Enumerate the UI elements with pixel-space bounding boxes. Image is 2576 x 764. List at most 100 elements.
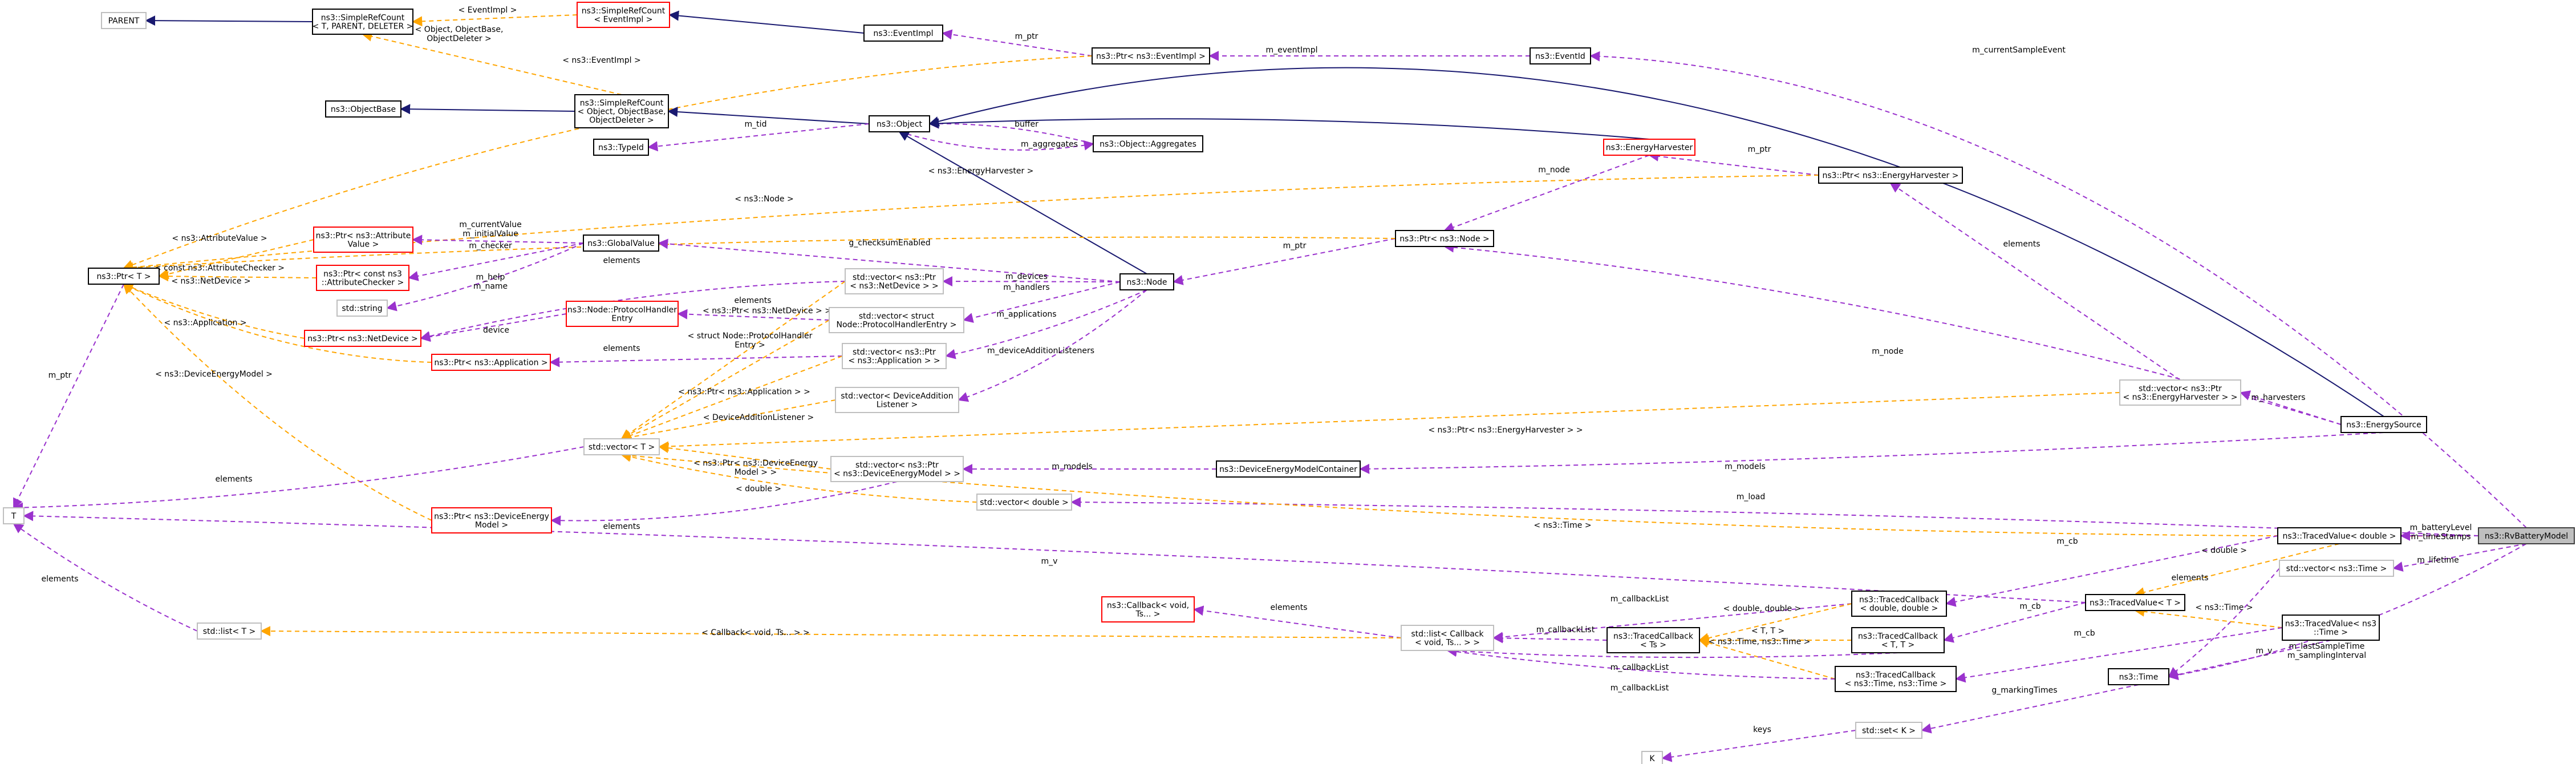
class-node-simplerefcount-eventimpl[interactable]: ns3::SimpleRefCount< EventImpl > xyxy=(577,2,670,28)
class-node-vector-netdevice[interactable]: std::vector< ns3::Ptr< ns3::NetDevice > … xyxy=(845,268,944,294)
edge-protocolhandlerentry-to-ptr_netdevice xyxy=(420,313,567,342)
class-label: ns3::Ptr< T > xyxy=(96,272,151,281)
class-node-vector-t[interactable]: std::vector< T > xyxy=(583,438,660,455)
class-node-energysource[interactable]: ns3::EnergySource xyxy=(2340,416,2427,433)
class-node-list-t[interactable]: std::list< T > xyxy=(197,622,262,640)
class-node-string[interactable]: std::string xyxy=(336,300,388,317)
class-node-ptr-node[interactable]: ns3::Ptr< ns3::Node > xyxy=(1395,230,1494,247)
edge-label-m-callbacklist-double: m_callbackList xyxy=(1610,595,1669,604)
edge-label-object-tmpl: < Object, ObjectBase,ObjectDeleter > xyxy=(415,25,504,43)
class-label: ns3::Ptr< ns3::Attribute xyxy=(316,232,411,241)
class-node-vector-time[interactable]: std::vector< ns3::Time > xyxy=(2279,560,2394,577)
class-node-vector-double[interactable]: std::vector< double > xyxy=(976,494,1072,511)
class-node-vector-ptr-energyharvester[interactable]: std::vector< ns3::Ptr< ns3::EnergyHarves… xyxy=(2119,379,2241,406)
class-box xyxy=(593,139,649,156)
class-label: std::vector< ns3::Time > xyxy=(2286,564,2387,573)
class-box xyxy=(1851,627,1945,653)
edge-label-g-checksumenabled: g_checksumEnabled xyxy=(849,239,930,248)
class-node-ptr-application[interactable]: ns3::Ptr< ns3::Application > xyxy=(431,354,551,371)
class-node-aggregates[interactable]: ns3::Object::Aggregates xyxy=(1093,135,1203,152)
class-node-vector-application[interactable]: std::vector< ns3::Ptr< ns3::Application … xyxy=(842,343,947,369)
edge-object-to-simplerefcount_object xyxy=(667,107,870,124)
class-label: ns3::EventImpl xyxy=(873,29,933,38)
class-node-ptr-t[interactable]: ns3::Ptr< T > xyxy=(88,268,160,285)
class-label: < T, T > xyxy=(1881,641,1914,650)
class-node-tracedcallback-time[interactable]: ns3::TracedCallback< ns3::Time, ns3::Tim… xyxy=(1835,666,1957,692)
class-node-globalvalue[interactable]: ns3::GlobalValue xyxy=(583,235,659,252)
class-box xyxy=(2282,615,2380,641)
class-node-vector-deviceenergymodel[interactable]: std::vector< ns3::Ptr< ns3::DeviceEnergy… xyxy=(830,456,964,482)
edge-energysource-to-deviceenergymodelcontainer xyxy=(1359,432,2384,474)
class-node-tracedvalue-time[interactable]: ns3::TracedValue< ns3::Time > xyxy=(2282,615,2380,641)
class-node-simplerefcount-object[interactable]: ns3::SimpleRefCount< Object, ObjectBase,… xyxy=(574,94,669,128)
class-node-simplerefcount-parent[interactable]: ns3::SimpleRefCount< T, PARENT, DELETER … xyxy=(312,9,413,35)
class-node-typeid[interactable]: ns3::TypeId xyxy=(593,139,649,156)
edges-layer xyxy=(13,10,2527,762)
class-box xyxy=(316,265,409,291)
class-node-tracedcallback-double[interactable]: ns3::TracedCallback< double, double > xyxy=(1851,591,1947,617)
class-node-t[interactable]: T xyxy=(3,507,25,524)
class-node-eventid[interactable]: ns3::EventId xyxy=(1530,47,1591,64)
class-label: ::AttributeChecker > xyxy=(322,278,404,288)
edge-ptr_node-to-ptr_t xyxy=(123,236,1396,273)
class-node-ptr-energyharvester[interactable]: ns3::Ptr< ns3::EnergyHarvester > xyxy=(1818,167,1963,184)
edge-label-m-node: m_node xyxy=(1538,165,1570,175)
class-node-callback-void[interactable]: ns3::Callback< void,Ts... > xyxy=(1101,596,1195,622)
class-node-list-callback[interactable]: std::list< Callback< void, Ts... > > xyxy=(1401,625,1494,651)
class-node-vector-protocolhandler[interactable]: std::vector< structNode::ProtocolHandler… xyxy=(829,307,964,333)
class-node-objectbase[interactable]: ns3::ObjectBase xyxy=(325,100,401,118)
class-node-tracedvalue-t[interactable]: ns3::TracedValue< T > xyxy=(2085,594,2185,611)
class-node-tracedcallback-ts[interactable]: ns3::TracedCallback< Ts > xyxy=(1607,627,1700,653)
class-node-set-k[interactable]: std::set< K > xyxy=(1855,722,1922,739)
class-box xyxy=(583,235,659,252)
class-node-k[interactable]: K xyxy=(1641,751,1663,764)
edge-globalvalue-to-ptr_attributechecker xyxy=(408,242,584,281)
class-node-ptr-attributevalue[interactable]: ns3::Ptr< ns3::AttributeValue > xyxy=(313,227,413,253)
class-box xyxy=(2279,560,2394,577)
class-node-protocolhandlerentry[interactable]: ns3::Node::ProtocolHandlerEntry xyxy=(566,301,679,327)
class-box xyxy=(1093,135,1203,152)
class-label: ns3::SimpleRefCount xyxy=(580,99,664,108)
class-node-ptr-attributechecker[interactable]: ns3::Ptr< const ns3::AttributeChecker > xyxy=(316,265,409,291)
class-node-eventimpl[interactable]: ns3::EventImpl xyxy=(863,25,943,42)
edge-label-m-cb-t: m_cb xyxy=(2019,602,2040,611)
class-node-node[interactable]: ns3::Node xyxy=(1119,273,1174,290)
class-label: < double, double > xyxy=(1860,604,1938,613)
class-node-rvbatterymodel[interactable]: ns3::RvBatteryModel xyxy=(2478,527,2575,544)
edge-label-elements-protocol: elements xyxy=(734,296,771,305)
edge-ptr_eventimpl-to-eventimpl xyxy=(942,29,1093,56)
class-node-parent[interactable]: PARENT xyxy=(101,12,147,29)
class-label: ObjectDeleter > xyxy=(589,116,654,125)
class-node-ptr-netdevice[interactable]: ns3::Ptr< ns3::NetDevice > xyxy=(304,330,421,347)
class-box xyxy=(1603,139,1695,156)
edge-label-m-models: m_models xyxy=(1052,462,1093,471)
class-node-tracedvalue-double[interactable]: ns3::TracedValue< double > xyxy=(2277,527,2401,544)
edge-label-ptr-deviceenergymodel-tmpl: < ns3::DeviceEnergyModel > xyxy=(155,370,273,379)
edge-vector_netdevice-to-vector_t xyxy=(620,281,846,440)
edge-vector_protocolhandler-to-protocolhandlerentry xyxy=(677,309,830,321)
class-box xyxy=(2085,594,2185,611)
class-node-ptr-deviceenergymodel[interactable]: ns3::Ptr< ns3::DeviceEnergyModel > xyxy=(431,507,552,533)
class-node-tracedcallback-tt[interactable]: ns3::TracedCallback< T, T > xyxy=(1851,627,1945,653)
edge-energyharvester-to-object xyxy=(928,118,1650,140)
edge-ptr_attributechecker-to-ptr_t xyxy=(158,271,317,282)
class-label: std::vector< ns3::Ptr xyxy=(2139,385,2222,394)
class-node-ptr-eventimpl[interactable]: ns3::Ptr< ns3::EventImpl > xyxy=(1092,47,1210,64)
class-label: ns3::DeviceEnergyModelContainer xyxy=(1219,465,1357,474)
class-node-time[interactable]: ns3::Time xyxy=(2108,668,2169,685)
edge-set_k-to-k xyxy=(1661,730,1856,762)
class-label: < T, PARENT, DELETER > xyxy=(313,22,413,31)
class-box xyxy=(863,25,943,42)
class-box xyxy=(1395,230,1494,247)
class-label: Model > xyxy=(475,521,508,530)
class-node-deviceenergymodelcontainer[interactable]: ns3::DeviceEnergyModelContainer xyxy=(1216,460,1361,478)
class-label: < Object, ObjectBase, xyxy=(578,107,666,116)
edge-label-m-devices: m_devices xyxy=(1005,272,1048,281)
class-node-energyharvester[interactable]: ns3::EnergyHarvester xyxy=(1603,139,1695,156)
edge-label-ptr-eventimpl-tmpl: < ns3::EventImpl > xyxy=(562,56,641,65)
edge-list_t-to-t xyxy=(13,523,198,632)
class-node-object[interactable]: ns3::Object xyxy=(869,115,930,132)
edge-tracedvalue_time-to-tracedvalue_t xyxy=(2134,606,2283,628)
class-node-vector-deviceaddition[interactable]: std::vector< DeviceAdditionListener > xyxy=(835,387,959,413)
